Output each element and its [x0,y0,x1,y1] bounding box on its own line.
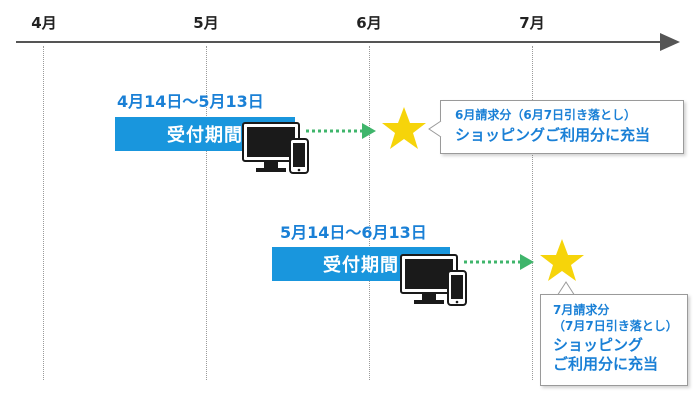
period-2-callout: 7月請求分 （7月7日引き落とし） ショッピング ご利用分に充当 [540,294,688,386]
period-2-billing-desc-2: ご利用分に充当 [553,355,659,373]
period-1-billing-title: 6月請求分（6月7日引き落とし） [455,108,637,122]
month-label-jun: 6月 [356,14,382,32]
period-1-arrow [306,123,376,139]
period-1-billing-desc: ショッピングご利用分に充当 [455,126,651,144]
star-icon [540,239,584,281]
period-1-callout-tail [428,120,442,138]
month-guide-jun [369,46,370,380]
period-2-callout-tail [556,281,576,297]
period-2-billing-desc-1: ショッピング [553,336,644,354]
period-2-billing-title-1: 7月請求分 [553,303,610,317]
star-icon [382,107,426,149]
period-1-devices [242,122,309,174]
period-1-range: 4月14日〜5月13日 [117,92,264,111]
month-label-jul: 7月 [519,14,545,32]
month-guide-apr [43,46,44,380]
period-2-devices [400,254,467,306]
smartphone-icon [289,138,309,174]
month-guide-jul [532,46,533,380]
month-label-apr: 4月 [31,14,57,32]
axis-arrowhead-icon [660,33,680,51]
period-2-arrow [464,254,534,270]
monitor-icon [242,122,300,172]
month-guide-may [206,46,207,380]
month-label-may: 5月 [193,14,219,32]
timeline-axis [16,33,680,51]
period-2-range: 5月14日〜6月13日 [280,223,427,242]
smartphone-icon [447,270,467,306]
period-1-callout: 6月請求分（6月7日引き落とし） ショッピングご利用分に充当 [440,100,684,154]
period-2-billing-title-2: （7月7日引き落とし） [553,319,678,333]
monitor-icon [400,254,458,304]
